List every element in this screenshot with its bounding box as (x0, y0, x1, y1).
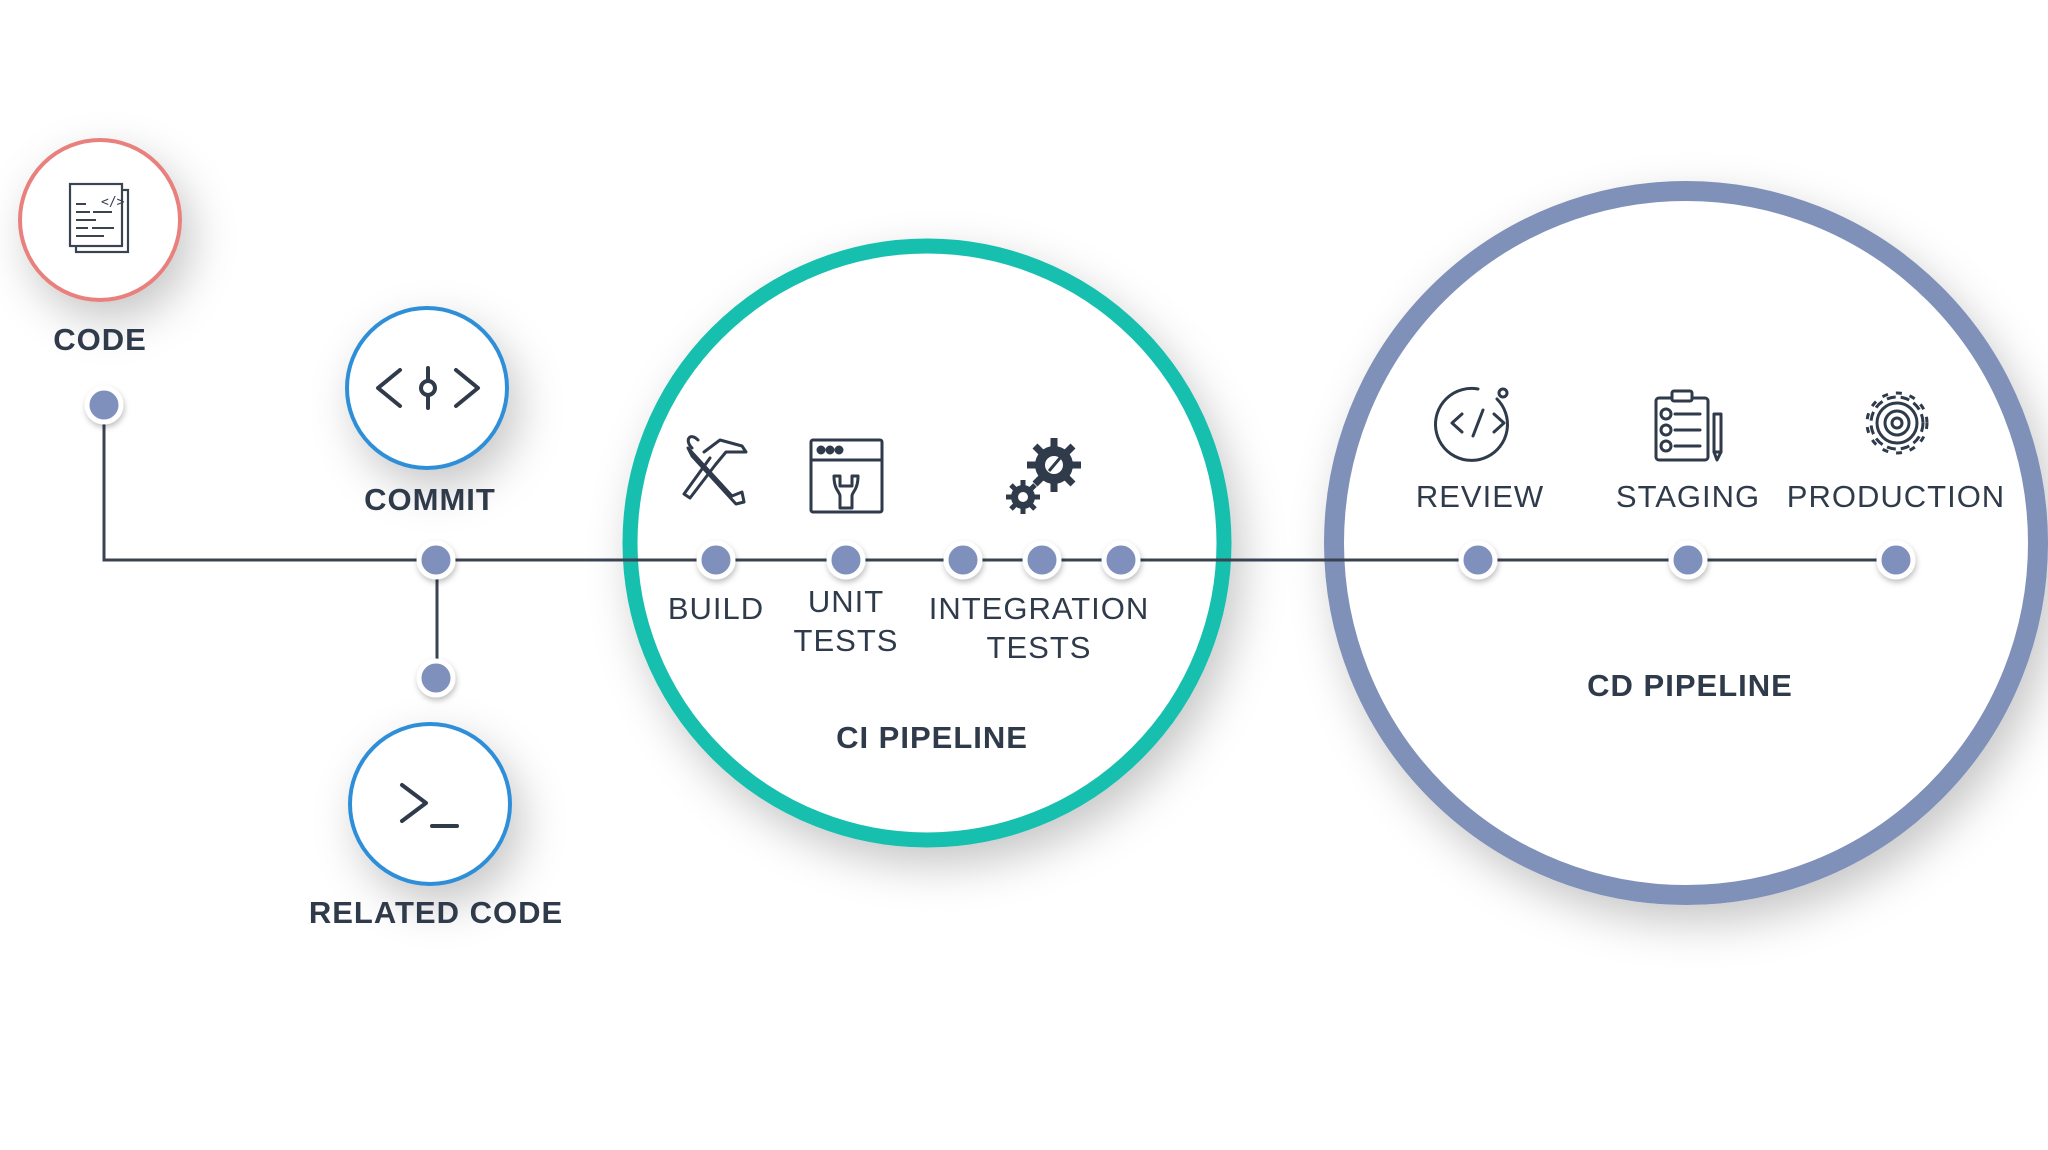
commit-label: COMMIT (364, 482, 496, 517)
hammer-wrench-icon (682, 435, 748, 506)
related-code-node-circle (348, 722, 512, 886)
gears-icon (1006, 438, 1081, 514)
commit-dot (416, 540, 456, 580)
review-dot (1458, 540, 1498, 580)
ci-pipeline-title: CI PIPELINE (836, 720, 1028, 755)
browser-wrench-icon (809, 438, 884, 514)
cd-pipeline-title: CD PIPELINE (1587, 668, 1793, 703)
timeline-dots (84, 385, 1916, 698)
code-label: CODE (53, 322, 147, 357)
production-dot (1876, 540, 1916, 580)
integration-dot-1 (943, 540, 983, 580)
staging-label: STAGING (1615, 479, 1761, 514)
build-dot (696, 540, 736, 580)
commit-icon (376, 366, 480, 410)
production-label: PRODUCTION (1786, 479, 2006, 514)
code-document-icon: </> (68, 182, 130, 254)
unit-tests-label-line2: TESTS (793, 623, 899, 658)
ci-pipeline-circle (622, 238, 1232, 848)
unit-tests-dot (826, 540, 866, 580)
integration-tests-label-line2: TESTS (986, 630, 1092, 665)
build-label: BUILD (667, 591, 765, 626)
related-code-label: RELATED CODE (308, 895, 564, 930)
terminal-prompt-icon (400, 783, 459, 828)
checklist-clipboard-icon (1654, 389, 1723, 462)
integration-dot-3 (1101, 540, 1141, 580)
related-code-dot (416, 658, 456, 698)
integration-dot-2 (1022, 540, 1062, 580)
review-label: REVIEW (1415, 479, 1545, 514)
unit-tests-label-line1: UNIT (807, 584, 885, 619)
svg-text:</>: </> (101, 195, 125, 210)
code-connector (102, 405, 437, 562)
code-review-icon (1434, 386, 1509, 462)
code-dot (84, 385, 124, 425)
connector-lines (102, 405, 1895, 678)
integration-tests-label: INTEGRATION TESTS (929, 589, 1150, 667)
production-gear-icon (1865, 391, 1929, 455)
unit-tests-label: UNIT TESTS (794, 582, 899, 660)
staging-dot (1668, 540, 1708, 580)
integration-tests-label-line1: INTEGRATION (928, 591, 1150, 626)
